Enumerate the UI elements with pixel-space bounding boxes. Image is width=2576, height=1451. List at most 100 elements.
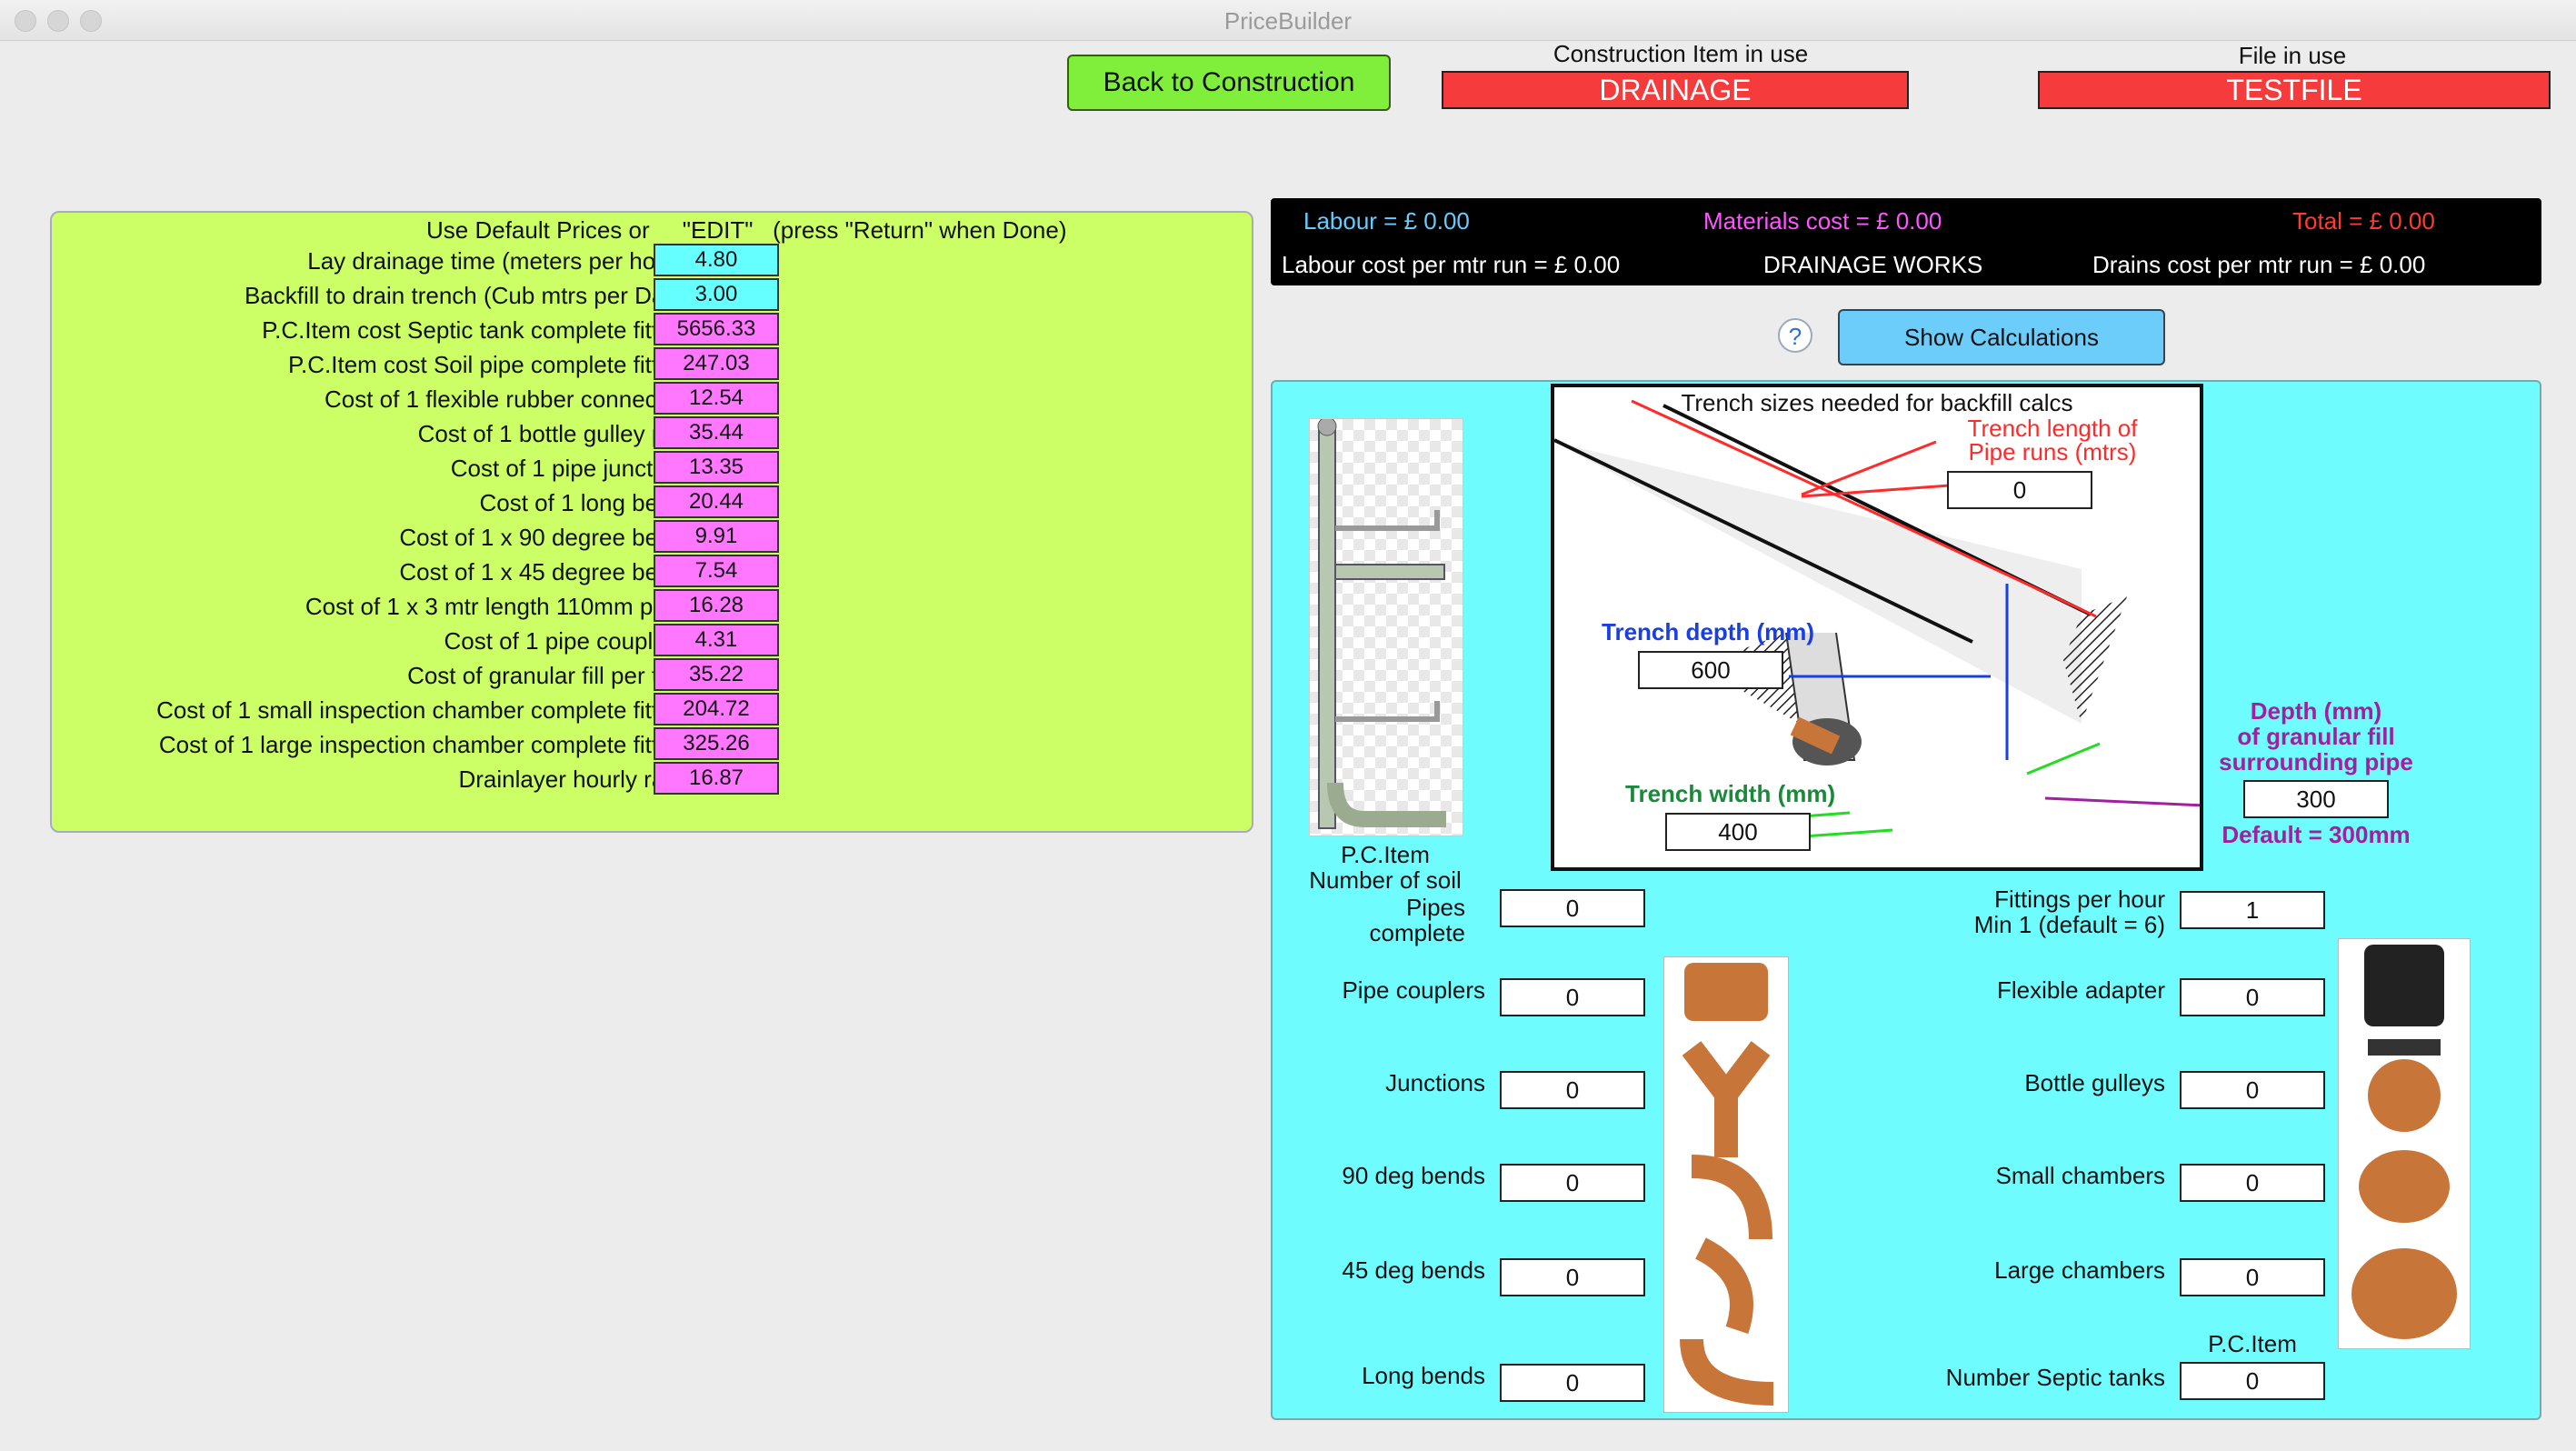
- price-label: Cost of granular fill per ton: [407, 662, 684, 689]
- file-in-use-field: TESTFILE: [2038, 71, 2551, 109]
- price-input[interactable]: 20.44: [654, 485, 779, 518]
- price-input[interactable]: 3.00: [654, 278, 779, 311]
- trench-width-input[interactable]: 400: [1665, 813, 1811, 851]
- price-row: Lay drainage time (meters per hour)4.80: [52, 244, 1255, 278]
- fitting-count-input[interactable]: 0: [2180, 1071, 2325, 1109]
- materials-total: Materials cost = £ 0.00: [1703, 207, 1942, 235]
- trench-length-input[interactable]: 0: [1947, 471, 2092, 509]
- septic-label-top: P.C.Item: [2208, 1330, 2297, 1357]
- trench-diagram: Trench sizes needed for backfill calcs T…: [1551, 384, 2203, 871]
- price-label: Cost of 1 long bend: [479, 489, 685, 516]
- price-input[interactable]: 4.80: [654, 244, 779, 276]
- price-label: Drainlayer hourly rate: [458, 766, 684, 793]
- construction-item-field: DRAINAGE: [1442, 71, 1909, 109]
- trench-length-label-1: Trench length of: [1967, 415, 2138, 442]
- fittings-per-hour-input[interactable]: 1: [2180, 891, 2325, 929]
- fitting-count-input[interactable]: 0: [1500, 1258, 1645, 1296]
- fitting-count-input[interactable]: 0: [2180, 1258, 2325, 1296]
- drains-cost-per-metre: Drains cost per mtr run = £ 0.00: [2092, 251, 2426, 278]
- granular-fill-input[interactable]: 300: [2243, 780, 2389, 818]
- trench-width-label: Trench width (mm): [1625, 780, 1836, 807]
- labour-cost-per-metre: Labour cost per mtr run = £ 0.00: [1282, 251, 1621, 278]
- granular-fill-label-2: of granular fill: [2237, 723, 2395, 750]
- fitting-count-input[interactable]: 0: [1500, 1071, 1645, 1109]
- septic-tanks-input[interactable]: 0: [2180, 1362, 2325, 1400]
- trench-depth-input[interactable]: 600: [1638, 651, 1783, 689]
- fitting-count-input[interactable]: 0: [2180, 978, 2325, 1016]
- grand-total: Total = £ 0.00: [2292, 207, 2435, 235]
- price-row: P.C.Item cost Septic tank complete fitte…: [52, 313, 1255, 347]
- granular-fill-default: Default = 300mm: [2222, 821, 2411, 848]
- window-title: PriceBuilder: [1223, 7, 1353, 35]
- price-label: Cost of 1 x 3 mtr length 110mm pipe: [305, 593, 684, 620]
- price-label: P.C.Item cost Soil pipe complete fitted: [288, 351, 684, 378]
- price-row: Backfill to drain trench (Cub mtrs per D…: [52, 278, 1255, 313]
- price-input[interactable]: 12.54: [654, 382, 779, 415]
- diagram-title: Trench sizes needed for backfill calcs: [1681, 389, 2073, 416]
- right-fittings-images: [2338, 938, 2471, 1349]
- price-input[interactable]: 247.03: [654, 347, 779, 380]
- minimize-window-icon[interactable]: [47, 10, 69, 32]
- price-input[interactable]: 204.72: [654, 693, 779, 726]
- fitting-count-input[interactable]: 0: [1500, 1364, 1645, 1402]
- price-label: Cost of 1 small inspection chamber compl…: [156, 696, 684, 724]
- price-label: Lay drainage time (meters per hour): [307, 247, 684, 275]
- construction-item-label: Construction Item in use: [1553, 40, 1809, 67]
- soil-pipes-label-1: P.C.Item: [1341, 841, 1430, 868]
- soil-pipes-label-3: Pipes complete: [1369, 894, 1466, 946]
- price-label: Cost of 1 x 90 degree bend: [399, 524, 684, 551]
- fittings-per-hour-label-2: Min 1 (default = 6): [1973, 911, 2165, 938]
- fitting-count-input[interactable]: 0: [2180, 1164, 2325, 1202]
- fitting-count-input[interactable]: 0: [1500, 1164, 1645, 1202]
- left-fittings-images: [1663, 956, 1789, 1413]
- soil-pipes-input[interactable]: 0: [1500, 889, 1645, 927]
- price-input[interactable]: 5656.33: [654, 313, 779, 345]
- labour-total: Labour = £ 0.00: [1303, 207, 1470, 235]
- cost-summary-bar: Labour = £ 0.00 Materials cost = £ 0.00 …: [1271, 198, 2541, 285]
- price-input[interactable]: 7.54: [654, 555, 779, 587]
- fitting-label: Bottle gulleys: [2024, 1069, 2165, 1096]
- close-window-icon[interactable]: [15, 10, 36, 32]
- fitting-label: Large chambers: [1994, 1256, 2165, 1284]
- price-input[interactable]: 16.28: [654, 589, 779, 622]
- price-input[interactable]: 9.91: [654, 520, 779, 553]
- price-input[interactable]: 4.31: [654, 624, 779, 656]
- price-label: Backfill to drain trench (Cub mtrs per D…: [244, 282, 684, 309]
- fitting-count-input[interactable]: 0: [1500, 978, 1645, 1016]
- price-input[interactable]: 35.44: [654, 416, 779, 449]
- fittings-per-hour-label-1: Fittings per hour: [1994, 886, 2165, 913]
- trench-depth-label: Trench depth (mm): [1602, 618, 1815, 645]
- price-input[interactable]: 325.26: [654, 727, 779, 760]
- show-calculations-button[interactable]: Show Calculations: [1838, 309, 2165, 365]
- summary-title: DRAINAGE WORKS: [1763, 251, 1983, 278]
- zoom-window-icon[interactable]: [80, 10, 102, 32]
- price-label: Cost of 1 bottle gulley pot: [417, 420, 684, 447]
- prices-heading: Use Default Prices or "EDIT" (press "Ret…: [426, 216, 1067, 244]
- help-icon[interactable]: ?: [1778, 318, 1812, 353]
- back-to-construction-button[interactable]: Back to Construction: [1067, 55, 1391, 111]
- fitting-label: Flexible adapter: [1997, 976, 2165, 1004]
- fitting-label: Junctions: [1385, 1069, 1485, 1096]
- price-input[interactable]: 16.87: [654, 762, 779, 795]
- granular-fill-label-1: Depth (mm): [2250, 697, 2382, 725]
- default-prices-panel: Use Default Prices or "EDIT" (press "Ret…: [50, 211, 1253, 833]
- price-label: Cost of 1 pipe junction: [450, 455, 684, 482]
- soil-pipes-label-2: Number of soil: [1309, 866, 1462, 894]
- septic-label: Number Septic tanks: [1945, 1364, 2165, 1391]
- price-label: Cost of 1 x 45 degree bend: [399, 558, 684, 585]
- price-input[interactable]: 13.35: [654, 451, 779, 484]
- soil-stack-image: [1309, 416, 1463, 836]
- price-label: Cost of 1 large inspection chamber compl…: [158, 731, 684, 758]
- price-input[interactable]: 35.22: [654, 658, 779, 691]
- trench-length-label-2: Pipe runs (mtrs): [1968, 438, 2137, 465]
- price-label: P.C.Item cost Septic tank complete fitte…: [262, 316, 684, 344]
